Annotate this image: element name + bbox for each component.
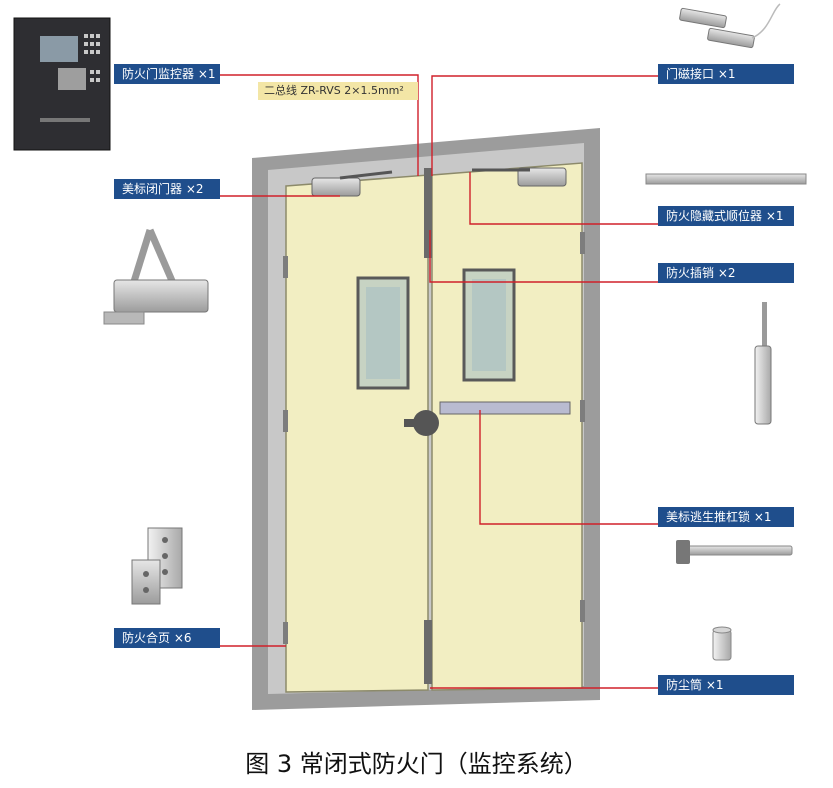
label-cable: 二总线 ZR-RVS 2×1.5mm² [258,82,418,100]
panic-bar-image [676,540,793,564]
leader-panic-bar [479,410,658,525]
door-closers [311,167,567,197]
door-right-leaf [431,162,583,691]
label-hinge: 防火合页 ×6 [114,628,220,648]
label-bolt: 防火插销 ×2 [658,263,794,283]
coordinator-image [645,173,807,185]
door-left-leaf [285,174,429,693]
dust-cup-image [712,626,732,661]
leader-magnet [431,75,658,176]
bolt-image [754,302,772,425]
figure-caption: 图 3 常闭式防火门（监控系统） [245,750,588,778]
leader-coordinator [469,172,658,225]
label-monitor: 防火门监控器 ×1 [114,64,220,84]
label-coordinator: 防火隐藏式顺位器 ×1 [658,206,794,226]
leader-monitor [220,74,419,176]
magnet-image [679,3,781,49]
center-hardware [404,168,571,684]
label-panic-bar: 美标逃生推杠锁 ×1 [658,507,794,527]
label-magnet: 门磁接口 ×1 [658,64,794,84]
leader-bolt [429,230,658,283]
leader-lines [220,74,658,689]
hinge-image [131,527,183,605]
monitor-device-image [13,17,111,151]
door-hinges [283,232,585,644]
closer-image [103,228,209,325]
label-dust-cup: 防尘筒 ×1 [658,675,794,695]
label-closer: 美标闭门器 ×2 [114,179,220,199]
